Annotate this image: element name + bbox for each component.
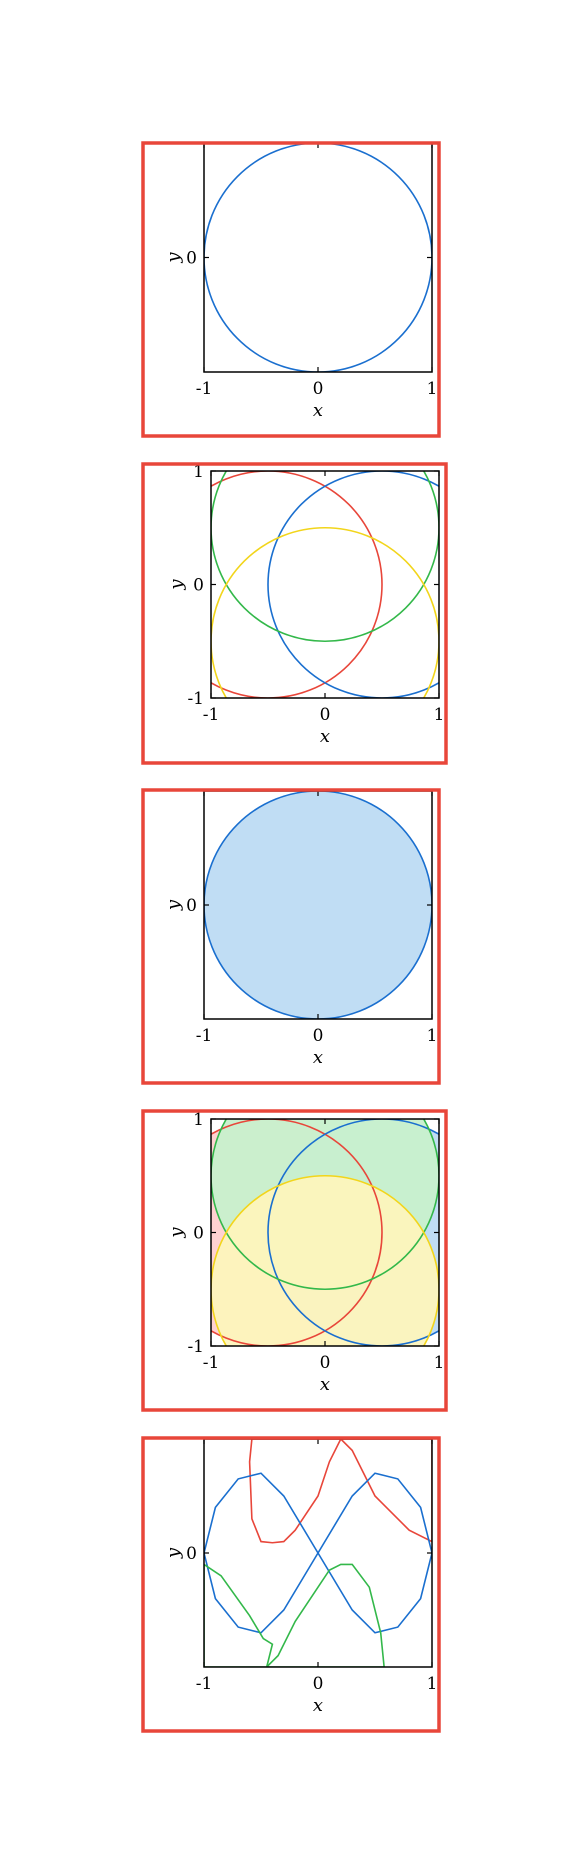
axes-box <box>203 142 433 373</box>
y-tick-label: -1 <box>187 1337 204 1357</box>
x-tick-label: -1 <box>203 1353 220 1373</box>
y-tick-label: 1 <box>193 1110 204 1130</box>
series-line-4 <box>211 526 439 698</box>
chart-panel-4: -1 0 1 -1 0 1 x y <box>141 1109 448 1412</box>
series-fill-4 <box>211 1175 439 1346</box>
x-tick-label: 0 <box>313 379 324 399</box>
plot-area <box>211 471 439 698</box>
x-axis-label: x <box>313 1047 323 1068</box>
series-line-2 <box>267 471 439 698</box>
y-axis-label: y <box>163 252 184 264</box>
x-axis-label: x <box>320 726 330 747</box>
y-axis-label: y <box>163 899 184 911</box>
series-line-1 <box>204 143 432 372</box>
y-tick-label: 0 <box>186 1544 197 1564</box>
series-line-4 <box>211 1174 439 1346</box>
series-line-3 <box>211 1119 439 1291</box>
y-axis-label: y <box>166 1227 187 1239</box>
x-tick-label: 1 <box>434 1353 445 1373</box>
x-tick-label: 1 <box>427 1026 438 1046</box>
y-axis-label: y <box>163 1547 184 1559</box>
x-tick-label: 1 <box>427 1674 438 1694</box>
x-tick-label: -1 <box>196 379 213 399</box>
series-line-1 <box>248 1439 432 1544</box>
y-tick-label: 0 <box>186 249 197 269</box>
x-axis-label: x <box>313 400 323 421</box>
series-line-3 <box>211 471 439 643</box>
y-tick-label: 0 <box>193 1224 204 1244</box>
x-tick-label: 1 <box>434 705 445 725</box>
y-tick-label: -1 <box>187 689 204 709</box>
panel-frame <box>141 788 441 1085</box>
x-tick-label: -1 <box>196 1026 213 1046</box>
x-tick-label: -1 <box>203 705 220 725</box>
y-tick-label: 0 <box>186 896 197 916</box>
y-axis-label: y <box>166 579 187 591</box>
series-line-3 <box>204 1563 385 1667</box>
axes-box <box>210 470 440 699</box>
panel-frame <box>141 141 441 438</box>
x-tick-label: 0 <box>320 705 331 725</box>
series-line-1 <box>211 1119 383 1346</box>
panel-frame <box>141 1109 448 1412</box>
x-axis-label: x <box>313 1695 323 1716</box>
x-tick-label: 1 <box>427 379 438 399</box>
x-tick-label: 0 <box>313 1674 324 1694</box>
x-tick-label: -1 <box>196 1674 213 1694</box>
series-line-1 <box>211 471 383 698</box>
plot-area <box>204 1439 432 1667</box>
chart-panel-2: -1 0 1 -1 0 1 x y <box>141 462 448 765</box>
y-tick-label: 1 <box>193 462 204 482</box>
series-line-2 <box>204 1472 432 1634</box>
x-tick-label: 0 <box>320 1353 331 1373</box>
panel-frame <box>141 1436 441 1733</box>
x-tick-label: 0 <box>313 1026 324 1046</box>
plot-area <box>211 1119 439 1346</box>
plot-area <box>204 143 432 372</box>
plot-area <box>204 791 432 1019</box>
y-tick-label: 0 <box>193 576 204 596</box>
series-fill-1 <box>204 791 432 1019</box>
panel-frame <box>141 462 448 765</box>
x-axis-label: x <box>320 1374 330 1395</box>
series-line-2 <box>267 1119 439 1346</box>
